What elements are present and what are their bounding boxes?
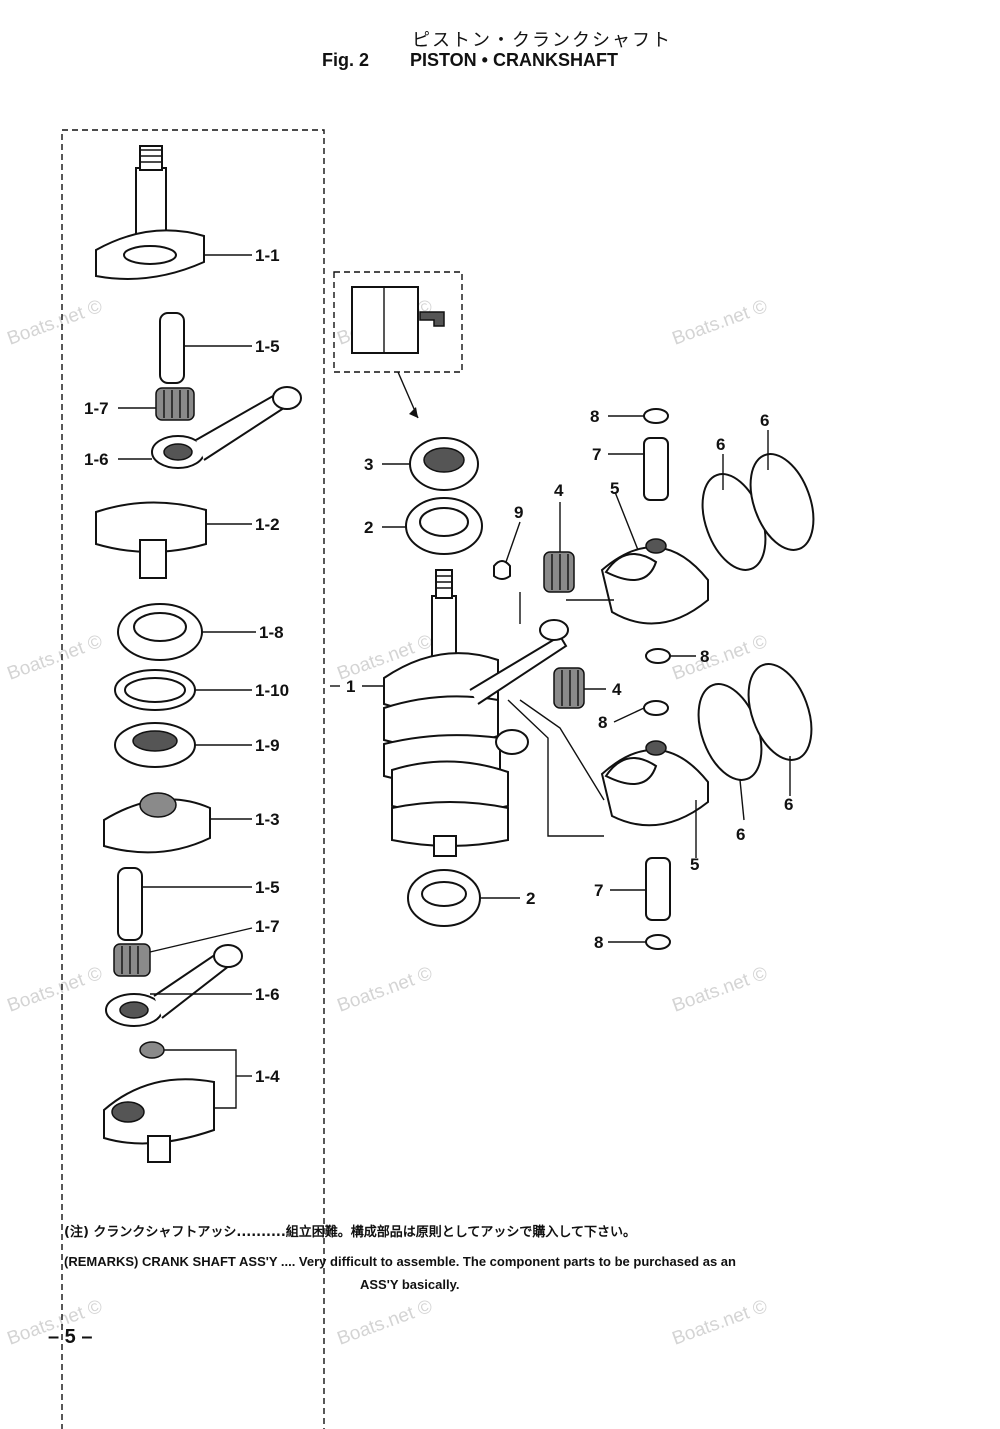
watermark: Boats.net ©	[5, 296, 106, 350]
part-crank-web-1-2	[95, 501, 207, 579]
callout-1-7: 1-7	[84, 399, 109, 418]
callout-8: 8	[700, 647, 709, 666]
remarks-japanese: (注) クランクシャフトアッシ..........組立困難。構成部品は原則として…	[64, 1225, 637, 1240]
part-key-9	[493, 560, 511, 580]
watermark: Boats.net ©	[670, 963, 771, 1017]
watermark: Boats.net ©	[335, 963, 436, 1017]
callout-1-8: 1-8	[259, 623, 284, 642]
part-piston-pin-7-upper	[643, 437, 669, 501]
part-piston-pin-7-lower	[645, 857, 671, 921]
callout-8: 8	[594, 933, 603, 952]
title-english: PISTON • CRANKSHAFT	[410, 50, 618, 70]
part-crank-pin-upper	[159, 312, 185, 384]
callout-7: 7	[592, 445, 601, 464]
callout-1-1: 1-1	[255, 246, 280, 265]
callout-1-5: 1-5	[255, 878, 280, 897]
part-piston-5-upper	[600, 538, 709, 625]
part-crankshaft-assy-1	[383, 569, 569, 857]
callout-1: 1	[346, 677, 355, 696]
callout-5: 5	[610, 479, 619, 498]
callout-1-2: 1-2	[255, 515, 280, 534]
watermark: Boats.net ©	[670, 1296, 771, 1350]
part-crank-pin-lower	[117, 867, 143, 941]
callout-1-6: 1-6	[255, 985, 280, 1004]
callout-1-10: 1-10	[255, 681, 289, 700]
part-needle-bearing-lower	[113, 943, 151, 977]
part-ring-1-10	[114, 669, 196, 711]
watermark: Boats.net ©	[5, 963, 106, 1017]
callout-9: 9	[514, 503, 523, 522]
callout-6: 6	[736, 825, 745, 844]
part-ball-bearing-2-upper	[405, 497, 483, 555]
leader-lines	[118, 254, 791, 1109]
callout-1-9: 1-9	[255, 736, 280, 755]
watermark: Boats.net ©	[335, 1296, 436, 1350]
part-piston-5-lower	[600, 740, 709, 827]
callout-1-5: 1-5	[255, 337, 280, 356]
callout-labels: 1-1 1-5 1-7 1-6 1-2 1-8 1-10 1-9 1-3 1-5…	[84, 246, 793, 1086]
part-crank-web-1-3	[103, 792, 211, 854]
callout-5: 5	[690, 855, 699, 874]
callout-7: 7	[594, 881, 603, 900]
remarks-english-line2: ASS'Y basically.	[360, 1277, 460, 1292]
watermark: Boats.net ©	[670, 296, 771, 350]
page-number: – 5 –	[48, 1326, 93, 1348]
callout-2: 2	[364, 518, 373, 537]
remarks-english-line1: (REMARKS) CRANK SHAFT ASS'Y .... Very di…	[64, 1254, 736, 1269]
callout-6: 6	[760, 411, 769, 430]
part-clips-8	[643, 408, 671, 950]
crankshaft-assy-frame	[61, 129, 325, 1429]
part-conrod-upper	[151, 386, 302, 469]
callout-4: 4	[554, 481, 564, 500]
callout-2: 2	[526, 889, 535, 908]
title-japanese: ピストン・クランクシャフト	[412, 30, 672, 51]
callout-3: 3	[364, 455, 373, 474]
callout-1-6: 1-6	[84, 450, 109, 469]
watermark: Boats.net ©	[5, 631, 106, 685]
part-piston-rings-6	[697, 453, 815, 781]
callout-6: 6	[716, 435, 725, 454]
callout-6: 6	[784, 795, 793, 814]
part-crank-upper-web	[95, 145, 205, 280]
callout-1-3: 1-3	[255, 810, 280, 829]
part-crank-lower-web-1-4	[103, 1041, 215, 1163]
callout-8: 8	[590, 407, 599, 426]
seal-detail-inset	[333, 271, 463, 419]
part-oil-seal-3	[409, 437, 479, 491]
part-needle-bearing-4-upper	[543, 551, 575, 593]
part-needle-bearing-upper	[155, 387, 195, 421]
part-oil-seal-1-9	[114, 722, 196, 768]
callout-8: 8	[598, 713, 607, 732]
part-ball-bearing-1-8	[117, 603, 203, 661]
callout-4: 4	[612, 680, 622, 699]
part-ball-bearing-2-lower	[407, 869, 481, 927]
part-needle-bearing-4-lower	[553, 667, 585, 709]
part-conrod-lower	[105, 944, 243, 1027]
callout-1-4: 1-4	[255, 1067, 280, 1086]
figure-label: Fig. 2	[322, 50, 370, 70]
callout-1-7: 1-7	[255, 917, 280, 936]
